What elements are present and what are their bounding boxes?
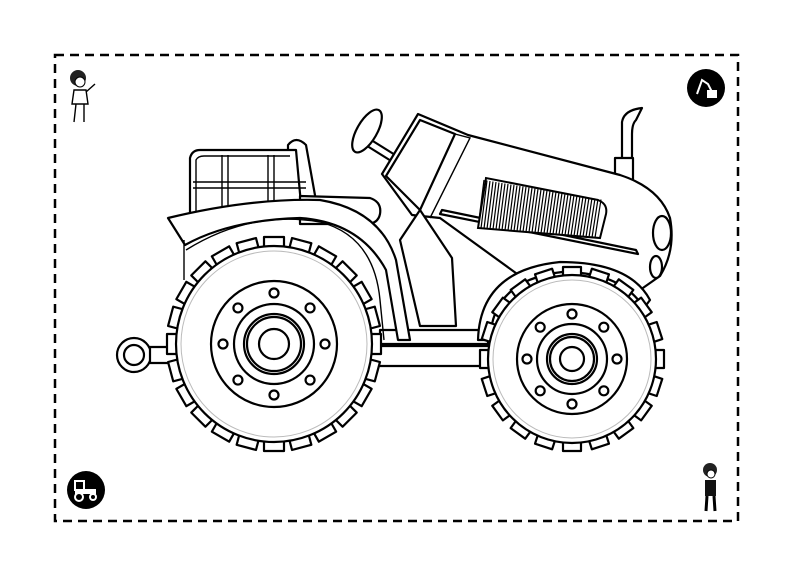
rear-wheel (165, 235, 383, 453)
tractor-icon (67, 471, 105, 509)
dashed-border (53, 53, 740, 523)
front-wheel (478, 265, 666, 453)
boy-icon (703, 463, 717, 512)
tractor-drawing (115, 106, 673, 453)
girl-icon (70, 70, 96, 123)
excavator-icon (687, 69, 725, 107)
